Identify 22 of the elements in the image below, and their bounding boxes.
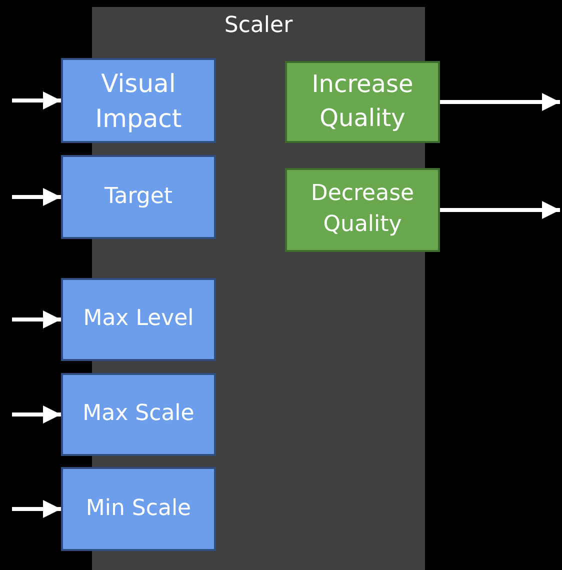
input-box xyxy=(61,58,216,143)
box-label: Decrease Quality xyxy=(310,180,416,239)
box-label: Visual Impact xyxy=(94,68,183,134)
box-label: Min Scale xyxy=(86,494,192,523)
input-box xyxy=(61,155,216,239)
arrow xyxy=(12,92,61,110)
box-label: Max Level xyxy=(83,305,194,334)
box-label: Increase Quality xyxy=(310,69,414,134)
arrow xyxy=(440,201,560,219)
arrow xyxy=(12,188,61,206)
panel-title: Scaler xyxy=(224,12,293,40)
arrow xyxy=(12,310,61,328)
box-label: Max Scale xyxy=(82,400,194,428)
input-box xyxy=(61,467,216,551)
arrow xyxy=(12,500,61,518)
input-box xyxy=(61,373,216,456)
output-box xyxy=(285,168,440,252)
arrow xyxy=(440,93,560,111)
output-box xyxy=(285,61,440,143)
arrow xyxy=(12,406,61,424)
box-label: Target xyxy=(104,182,173,211)
input-box xyxy=(61,278,216,361)
